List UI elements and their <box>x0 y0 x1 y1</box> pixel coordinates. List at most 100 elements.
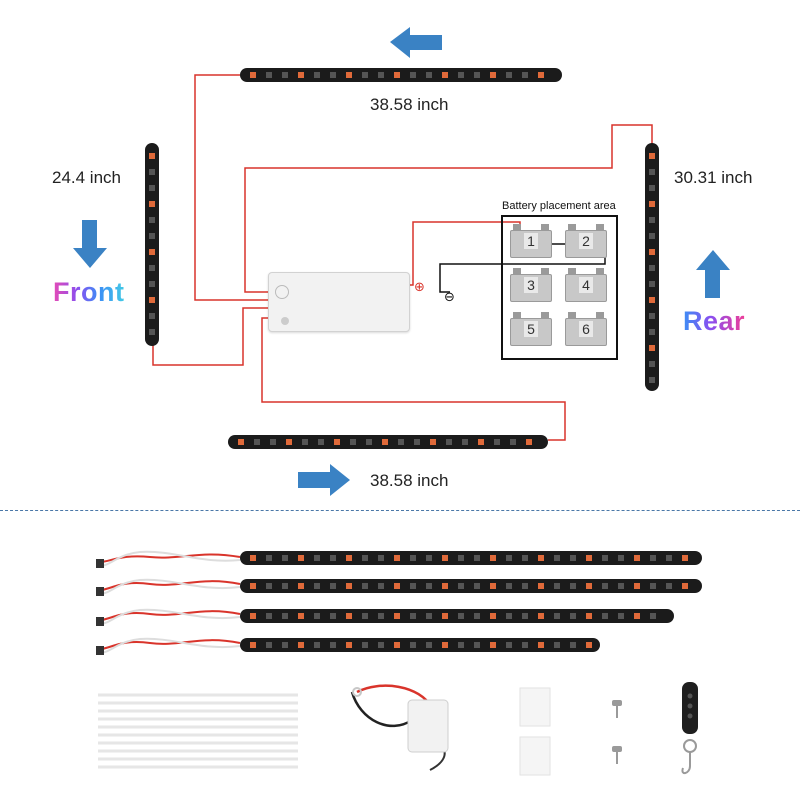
led-chip <box>149 233 155 239</box>
led-chip <box>634 555 640 561</box>
led-chip <box>522 642 528 648</box>
led-strip-short <box>240 638 600 652</box>
led-chip <box>362 72 368 78</box>
led-chip <box>330 613 336 619</box>
wire-right-strip <box>244 124 653 293</box>
led-chip <box>149 185 155 191</box>
led-chip <box>490 555 496 561</box>
led-chip <box>458 555 464 561</box>
led-chip <box>602 613 608 619</box>
led-chip <box>298 555 304 561</box>
led-chip <box>649 185 655 191</box>
controller-box <box>268 272 410 332</box>
led-chip <box>490 72 496 78</box>
connector-icon <box>96 587 104 596</box>
left-length-label: 24.4 inch <box>52 168 121 187</box>
led-chip <box>490 583 496 589</box>
led-chip <box>238 439 244 445</box>
led-chip <box>649 233 655 239</box>
led-chip <box>570 583 576 589</box>
led-chip <box>334 439 340 445</box>
controller-kit-icon <box>350 684 449 771</box>
led-chip <box>266 72 272 78</box>
led-chip <box>602 555 608 561</box>
led-chip <box>250 613 256 619</box>
led-chip <box>149 265 155 271</box>
led-chip <box>474 555 480 561</box>
led-chip <box>538 555 544 561</box>
led-chip <box>649 249 655 255</box>
led-chip <box>554 613 560 619</box>
led-chip <box>282 613 288 619</box>
led-chip <box>490 642 496 648</box>
led-chip <box>649 265 655 271</box>
led-chip <box>426 72 432 78</box>
led-chip <box>270 439 276 445</box>
led-chip <box>318 439 324 445</box>
led-chip <box>378 555 384 561</box>
led-chip <box>649 377 655 383</box>
led-chip <box>282 642 288 648</box>
led-chip <box>426 613 432 619</box>
led-chip <box>554 555 560 561</box>
led-chip <box>618 555 624 561</box>
led-chip <box>586 555 592 561</box>
positive-icon: ⊕ <box>414 279 425 294</box>
led-chip <box>426 555 432 561</box>
led-chip <box>362 583 368 589</box>
led-chip <box>282 555 288 561</box>
led-chip <box>314 583 320 589</box>
cable-ties-icon <box>98 693 298 769</box>
led-chip <box>346 583 352 589</box>
led-chip <box>510 439 516 445</box>
led-chip <box>282 583 288 589</box>
led-strip-bottom <box>228 435 548 449</box>
led-chip <box>446 439 452 445</box>
led-chip <box>426 583 432 589</box>
led-chip <box>538 72 544 78</box>
front-label: Front <box>53 277 125 307</box>
led-strip-long-2 <box>240 579 702 593</box>
led-chip <box>266 555 272 561</box>
led-chip <box>602 583 608 589</box>
battery-5: 5 <box>510 312 552 346</box>
led-chip <box>522 583 528 589</box>
battery-3: 3 <box>510 268 552 302</box>
led-chip <box>266 613 272 619</box>
led-chip <box>442 583 448 589</box>
right-length-label: 30.31 inch <box>674 168 753 187</box>
led-chip <box>649 281 655 287</box>
led-chip <box>474 613 480 619</box>
led-chip <box>458 642 464 648</box>
led-chip <box>410 583 416 589</box>
led-chip <box>254 439 260 445</box>
battery-placement-area <box>501 215 618 360</box>
led-chip <box>649 217 655 223</box>
led-chip <box>414 439 420 445</box>
led-chip <box>149 313 155 319</box>
led-chip <box>330 555 336 561</box>
led-strip-long-1 <box>240 551 702 565</box>
mount-hole-icon <box>275 285 289 299</box>
led-strip-medium <box>240 609 674 623</box>
led-chip <box>149 297 155 303</box>
led-chip <box>394 555 400 561</box>
led-chip <box>650 613 656 619</box>
led-chip <box>378 583 384 589</box>
led-chip <box>362 613 368 619</box>
led-chip <box>394 613 400 619</box>
led-chip <box>526 439 532 445</box>
led-chip <box>649 169 655 175</box>
connectors <box>96 559 104 655</box>
led-chip <box>649 361 655 367</box>
led-chip <box>378 642 384 648</box>
led-chip <box>426 642 432 648</box>
connector-icon <box>96 646 104 655</box>
led-chip <box>570 613 576 619</box>
led-chip <box>149 201 155 207</box>
led-chip <box>649 153 655 159</box>
connector-icon <box>96 559 104 568</box>
led-chip <box>458 613 464 619</box>
battery-1: 1 <box>510 224 552 258</box>
led-chip <box>586 642 592 648</box>
